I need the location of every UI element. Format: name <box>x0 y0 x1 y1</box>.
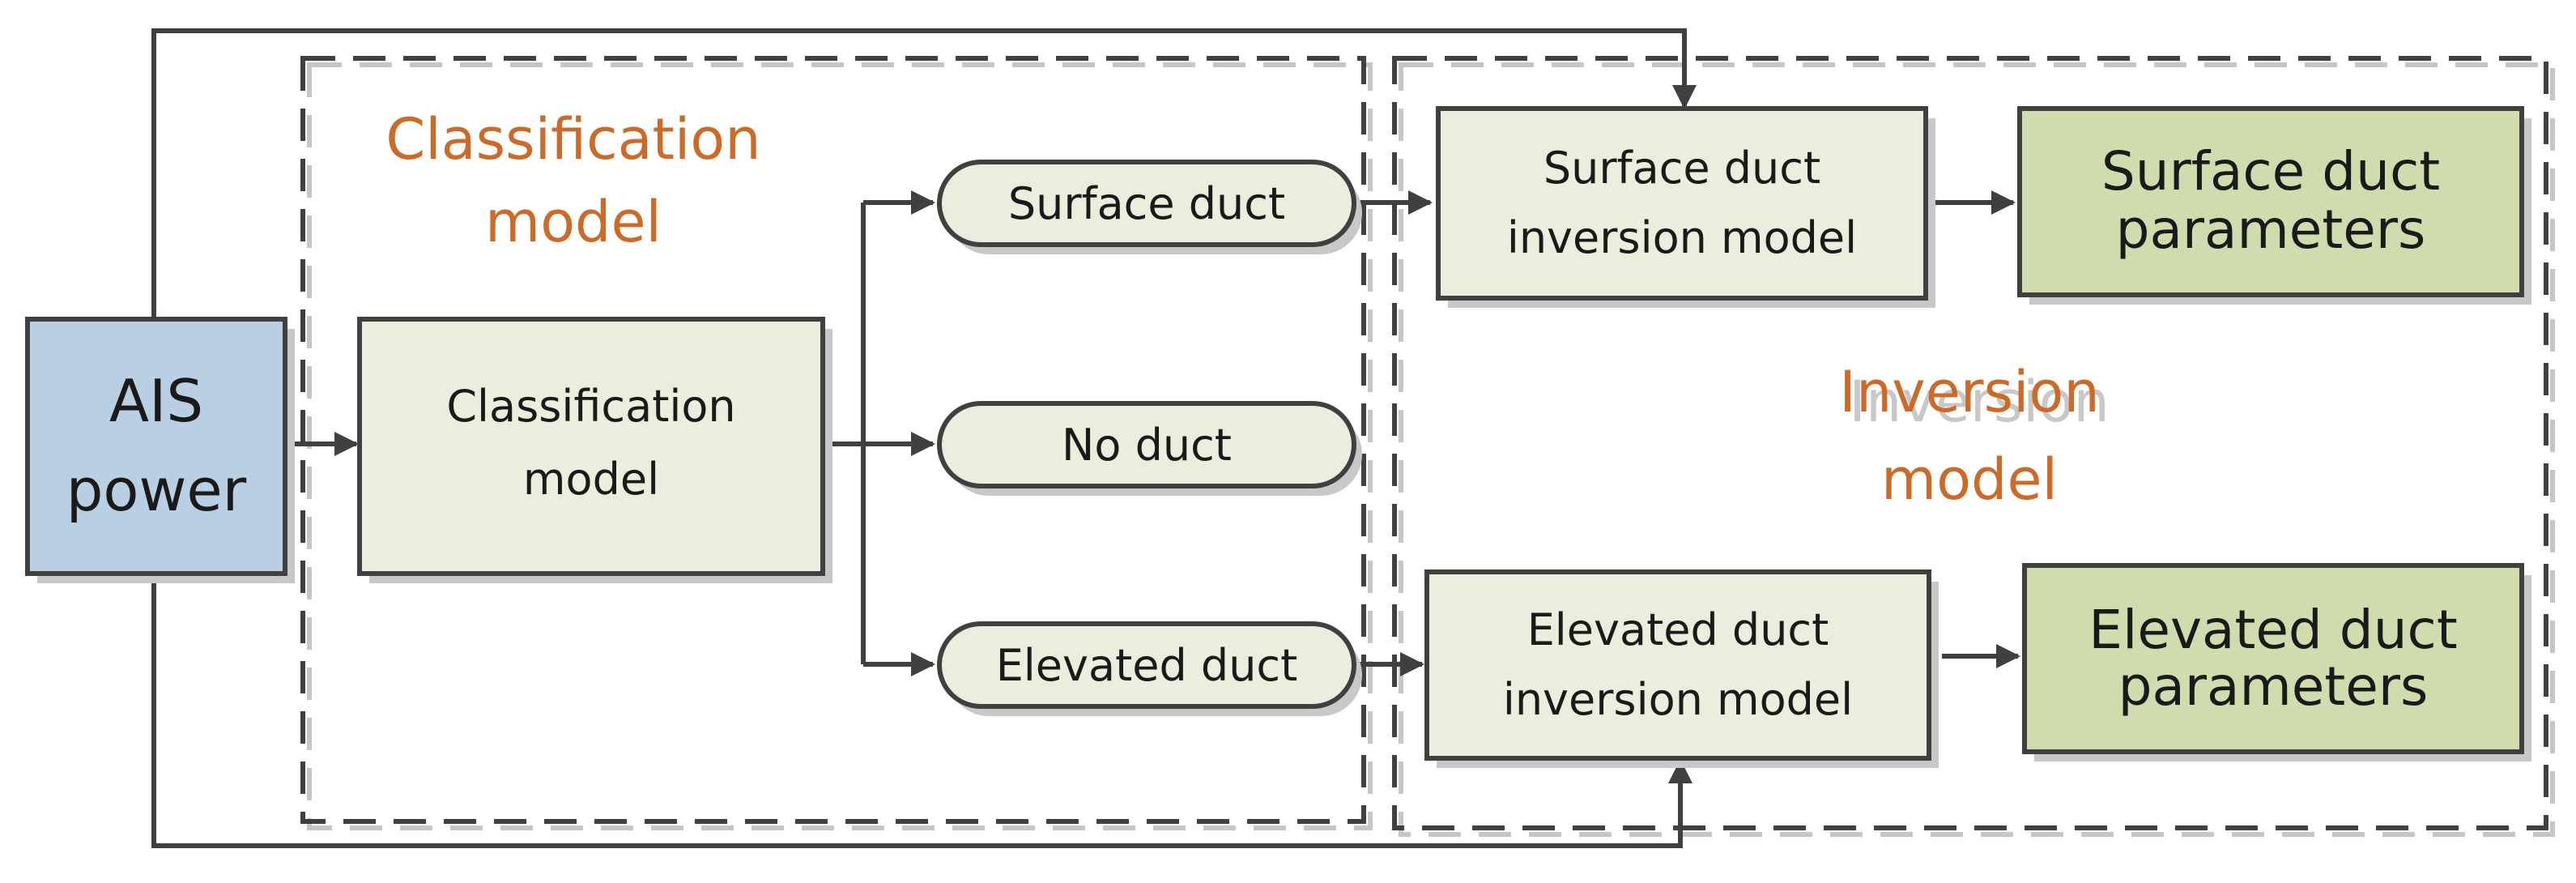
no-duct-pill: No duct <box>937 401 1362 496</box>
surface-inversion-box: Surface duct inversion model <box>1436 106 1935 308</box>
surface-params-line2: parameters <box>2116 198 2426 261</box>
inversion-region-label-line1: Inversion <box>1839 359 2099 425</box>
surface-duct-pill: Surface duct <box>937 160 1362 254</box>
classification-model-line2: model <box>523 454 659 505</box>
surface-params-line1: Surface duct <box>2101 140 2440 203</box>
elevated-params-line1: Elevated duct <box>2088 599 2457 661</box>
classification-region-frame <box>300 56 1366 824</box>
top-feedback-line <box>151 28 1697 318</box>
ais-power-line1: AIS <box>109 367 203 435</box>
elevated-params-box: Elevated duct parameters <box>2022 563 2531 761</box>
classification-region-label-line1: Classification <box>385 106 760 173</box>
inversion-region-label-line2: model <box>1881 446 2058 513</box>
inversion-region-frame <box>1392 56 2548 830</box>
connectors <box>283 190 2020 676</box>
elevated-inversion-line2: inversion model <box>1503 674 1853 725</box>
elevated-duct-pill: Elevated duct <box>937 621 1362 716</box>
classification-model-box: Classification model <box>357 317 832 583</box>
ais-power-line2: power <box>66 456 247 524</box>
surface-params-box: Surface duct parameters <box>2017 106 2531 305</box>
surface-inversion-line1: Surface duct <box>1543 143 1820 194</box>
classification-region-label-line2: model <box>485 189 662 255</box>
surface-duct-label: Surface duct <box>1008 178 1285 229</box>
elevated-inversion-line1: Elevated duct <box>1527 604 1829 655</box>
elevated-duct-label: Elevated duct <box>996 640 1298 691</box>
inversion-region-label-shadow: Inversion <box>1849 369 2109 435</box>
ais-power-box: AIS power <box>25 317 295 583</box>
elevated-params-line2: parameters <box>2118 655 2429 718</box>
classification-model-line1: Classification <box>446 381 735 432</box>
elevated-inversion-box: Elevated duct inversion model <box>1424 569 1939 768</box>
feedback-lines <box>151 28 1697 848</box>
bottom-feedback-line <box>151 574 1692 848</box>
surface-inversion-line2: inversion model <box>1507 212 1857 263</box>
inversion-region-shadow <box>1399 62 2555 837</box>
no-duct-label: No duct <box>1062 420 1232 471</box>
